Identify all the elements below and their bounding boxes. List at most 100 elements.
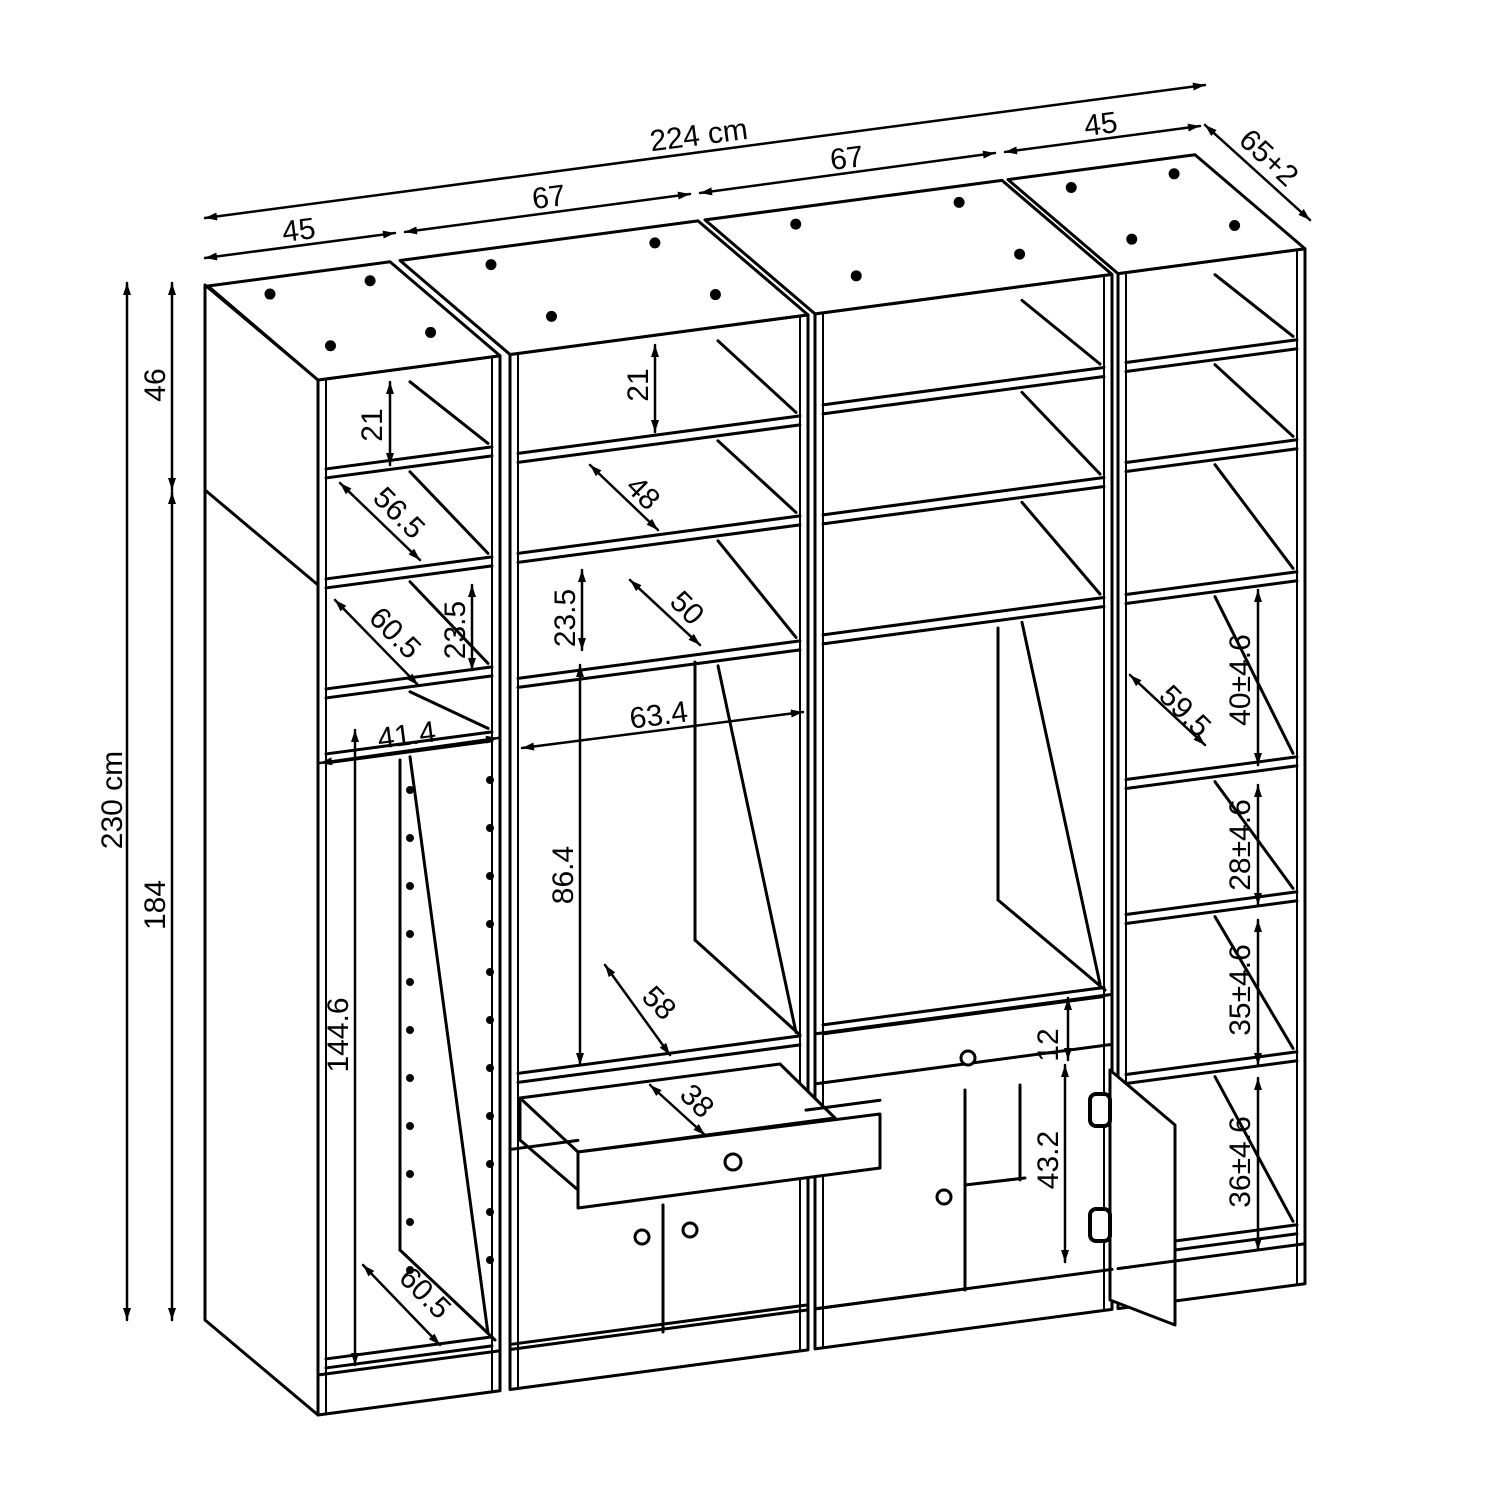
drawer-knob-icon [959, 1049, 977, 1067]
door-knob-icon [633, 1228, 651, 1246]
shelf-depth-line [1213, 595, 1295, 755]
shelf-depth-line [408, 690, 490, 730]
arrowhead-icon [1061, 1250, 1069, 1262]
shelf-depth-line [1213, 1075, 1295, 1223]
peg-hole-icon [486, 1016, 494, 1024]
shelf-line [516, 648, 802, 689]
top-hole-icon [1014, 248, 1026, 260]
peg-hole-icon [486, 1208, 494, 1216]
dimension-line [203, 83, 1207, 220]
arrowhead-icon [630, 580, 642, 592]
shelf-depth-line [1213, 915, 1295, 1050]
arrowhead-icon [363, 1265, 375, 1277]
arrowhead-icon [650, 1085, 662, 1097]
top-hole-icon [1126, 233, 1138, 245]
peg-hole-icon [406, 1074, 414, 1082]
arrowhead-icon [123, 283, 131, 295]
arrowhead-icon [428, 1333, 440, 1345]
module-1-top [206, 260, 502, 382]
shelf-line [1124, 579, 1299, 606]
peg-hole-icon [486, 1064, 494, 1072]
door-top-line [510, 1138, 580, 1151]
arrowhead-icon [468, 585, 476, 597]
arrowhead-icon [1192, 82, 1205, 91]
peg-hole-icon [486, 824, 494, 832]
peg-hole-icon [486, 776, 494, 784]
shelf-line [1124, 1050, 1299, 1077]
dimension-line [1128, 673, 1207, 747]
shelf-line [516, 523, 802, 564]
shelf-depth-line [408, 580, 490, 665]
shelf-line [1124, 899, 1299, 926]
arrowhead-icon [1064, 1048, 1072, 1060]
back-corner-line [693, 938, 802, 1037]
top-hole-icon [649, 237, 661, 249]
top-hole-icon [1229, 220, 1241, 232]
dimension-line [648, 1083, 707, 1137]
plinth-line [1116, 1242, 1307, 1271]
top-hole-icon [325, 340, 336, 352]
lower-height-label: 184 [139, 880, 172, 930]
top-hole-icon [264, 288, 276, 300]
shelf-line [324, 454, 494, 480]
shelf-line [1124, 1059, 1299, 1086]
cabinet-shelf-line [963, 1176, 1027, 1187]
shelf-line [1124, 570, 1299, 597]
m4-shelf-2-label: 28±4.6 [1224, 799, 1257, 891]
dimension-line [203, 231, 397, 260]
arrowhead-icon [1061, 1065, 1069, 1077]
arrowhead-icon [123, 1308, 131, 1320]
arrowhead-icon [1254, 1078, 1262, 1090]
arrowhead-icon [982, 150, 995, 159]
arrowhead-icon [576, 665, 584, 677]
arrowhead-icon [1254, 920, 1262, 932]
top-hole-icon [709, 289, 721, 301]
module-4-top [1006, 153, 1307, 276]
arrowhead-icon [1005, 146, 1018, 155]
arrowhead-icon [485, 735, 498, 744]
arrowhead-icon [386, 382, 394, 394]
arrowhead-icon [351, 1353, 359, 1365]
left-side-panel [203, 283, 320, 1417]
arrowhead-icon [677, 191, 690, 200]
peg-hole-icon [406, 1122, 414, 1130]
arrowhead-icon [335, 600, 347, 612]
upper-height-label: 46 [139, 368, 172, 401]
shelf-line [324, 555, 494, 581]
arrowhead-icon [468, 658, 476, 670]
arrowhead-icon [168, 1308, 176, 1320]
module-3-top [703, 178, 1114, 316]
shelf-line [1124, 764, 1299, 791]
arrowhead-icon [168, 478, 176, 490]
arrowhead-icon [1064, 998, 1072, 1010]
drawer-knob-icon [723, 1152, 743, 1172]
peg-hole-icon [486, 1112, 494, 1120]
dimension-line [333, 598, 420, 687]
arrowhead-icon [693, 1123, 705, 1135]
arrowhead-icon [651, 345, 659, 357]
door-bottom-line [510, 1303, 808, 1346]
door-knob-icon [681, 1221, 699, 1239]
arrowhead-icon [578, 570, 586, 582]
shelf-line [1124, 338, 1299, 365]
shelf-depth-line [1213, 780, 1295, 890]
module-3-width-label: 67 [828, 140, 865, 177]
top-hole-icon [1168, 168, 1180, 180]
arrowhead-icon [1254, 785, 1262, 797]
arrowhead-icon [405, 226, 418, 235]
m1-rod-width-label: 41.4 [376, 715, 438, 755]
m2-rod-width-label: 63.4 [628, 695, 690, 735]
peg-hole-icon [486, 872, 494, 880]
arrowhead-icon [340, 483, 352, 495]
shelf-depth-line [1020, 500, 1102, 596]
arrowhead-icon [1254, 590, 1262, 602]
shelf-line [516, 414, 802, 455]
shelf-line [516, 639, 802, 680]
m1-hang-height-label: 144.6 [322, 997, 355, 1072]
arrowhead-icon [646, 518, 658, 530]
hinge-icon [1088, 1092, 1112, 1128]
module-2-top [398, 219, 810, 356]
dimension-line [603, 963, 672, 1057]
module-2-width-label: 67 [530, 179, 567, 216]
